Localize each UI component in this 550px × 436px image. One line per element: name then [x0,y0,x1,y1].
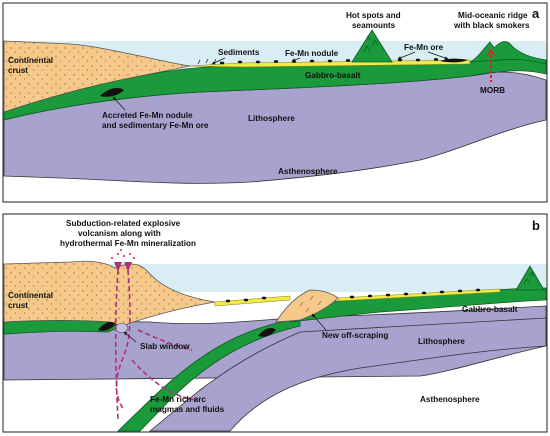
gabbro-basalt-a [3,55,547,121]
label-new-off-scraping: New off-scraping [322,331,388,340]
label-gabbro-basalt-a: Gabbro-basalt [305,71,361,80]
continental-crust-b-dots [4,261,215,326]
eruption-dots [111,249,135,259]
label-hot-spots-2: seamounts [352,21,396,30]
vent-left [114,262,122,272]
arrow-accreted [112,96,126,111]
label-fe-mn-arc-1: Fe-Mn rich arc [150,395,206,404]
label-accreted-1: Accreted Fe-Mn nodule [102,111,193,120]
lithosphere-b-slab [148,317,547,432]
label-asthenosphere-b: Asthenosphere [420,395,480,404]
accreted-fe-mn-body-b-right [258,328,276,337]
continental-crust-a-dots [4,41,190,112]
label-gabbro-basalt-b: Gabbro-basalt [462,305,518,314]
seamount-a-marks [363,35,379,53]
slab-window-b [115,322,129,334]
subducting-slab-b [117,317,301,432]
label-lithosphere-a: Lithosphere [248,114,295,123]
label-ridge-2: with black smokers [453,21,530,30]
fe-mn-nodules-b [225,288,481,303]
label-fe-mn-nodule: Fe-Mn nodule [285,49,339,58]
mid-ocean-ridge-a [469,41,547,65]
accreted-fe-mn-body-b-left [98,322,116,331]
vent-right [124,262,132,272]
label-hot-spots-1: Hot spots and [346,11,401,20]
seamount-b [515,265,545,291]
label-continental-crust-a-2: crust [8,66,28,75]
seamount-b-marks [523,271,535,285]
arrow-new-off-scraping [311,313,327,331]
panel-b: b Subduction-related explosive volcanism… [2,213,548,433]
label-morb: MORB [480,86,505,95]
arrow-fe-mn-ore-left [397,51,416,60]
label-volcanism-3: hydrothermal Fe-Mn mineralization [60,239,196,248]
panel-a-letter: a [532,6,540,21]
arrow-slab-window [123,331,137,343]
label-continental-crust-b-2: crust [8,301,28,310]
label-continental-crust-b-1: Continental [8,291,53,300]
panel-b-letter: b [532,218,540,233]
label-continental-crust-a-1: Continental [8,56,53,65]
label-fe-mn-ore: Fe-Mn ore [404,43,444,52]
arrow-fe-mn-nodule [291,57,301,62]
label-slab-window: Slab window [140,342,190,351]
magma-path-1 [114,269,119,421]
magma-path-2 [115,269,131,411]
label-volcanism-1: Subduction-related explosive [66,219,181,228]
label-asthenosphere-a: Asthenosphere [278,167,338,176]
arrow-sediments [211,57,226,65]
arrow-fe-mn-ore-right [427,51,449,60]
off-scraping-marks [299,295,322,313]
label-lithosphere-b: Lithosphere [418,337,465,346]
panel-a: a Continental crust Sediments Fe-Mn nodu… [2,2,548,203]
label-sediments: Sediments [218,48,260,57]
accreted-fe-mn-body-a [100,88,124,97]
label-ridge-1: Mid-oceanic ridge [458,11,528,20]
morb-arrow-a [486,48,496,57]
lithosphere-b-upper [3,305,547,381]
label-accreted-2: and sedimentary Fe-Mn ore [102,121,209,130]
label-fe-mn-arc-2: magmas and fluids [150,405,225,414]
off-scraping-wedge-b [275,289,339,323]
label-volcanism-2: volcanism along with [78,229,161,238]
